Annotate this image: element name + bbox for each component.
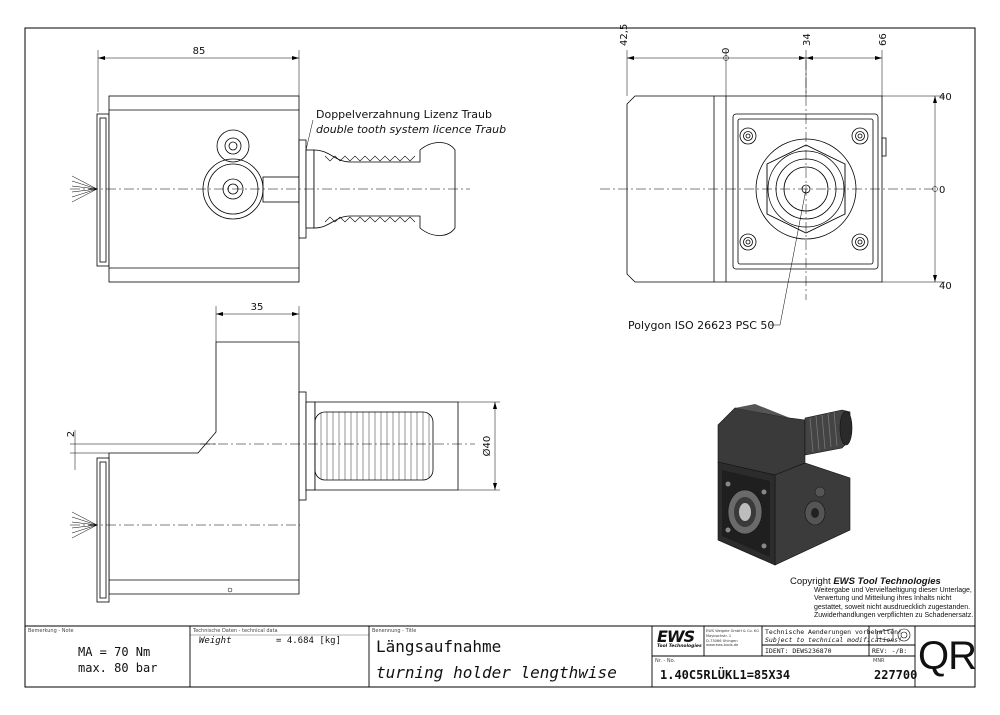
weight-label: Weight: [199, 636, 232, 646]
copyright-notice: Copyright EWS Tool Technologies Weiterga…: [790, 576, 980, 620]
dim-offset: 2: [66, 431, 77, 437]
side-view: [70, 306, 500, 603]
ews-logo-mark: EWS: [657, 627, 695, 646]
dim-front-h1: 42,5: [619, 24, 630, 46]
mnr-number: 227700: [874, 668, 918, 682]
title-block: [25, 625, 975, 687]
part-number: 1.40C5RLÜKL1=85X34: [660, 668, 791, 682]
qr-code-label: QR: [918, 634, 977, 678]
copyright-line: gestattet, soweit nicht ausdruecklich zu…: [814, 603, 971, 611]
company-address-line: Maybachstr. 1: [706, 633, 732, 638]
copyright-line: Zuwiderhandlungen verpflichten zu Schade…: [814, 611, 974, 619]
mnr-label: MNR: [873, 658, 885, 664]
title-label: Benennung - Title: [372, 628, 417, 634]
dim-top-width: 85: [193, 46, 206, 57]
copyright-prefix: Copyright: [790, 576, 834, 587]
change-notice-en: Subject to technical modifications!: [765, 636, 902, 644]
title-english: turning holder lengthwise: [376, 663, 617, 682]
dim-front-v1: 40: [939, 92, 952, 103]
dim-side-width: 35: [251, 302, 264, 313]
callout-polygon: Polygon ISO 26623 PSC 50: [628, 319, 774, 332]
dim-front-v2: 0: [939, 185, 945, 196]
top-view: [70, 50, 470, 283]
note-label: Bemerkung - Note: [28, 628, 74, 634]
company-address-line: EWS Weigele GmbH & Co. KG: [706, 629, 760, 633]
note-pressure: max. 80 bar: [78, 661, 158, 675]
part-number-label: Nr. - No.: [655, 658, 676, 664]
company-address-line: D-73066 Uhingen: [706, 638, 738, 643]
callout-tooth-system-en: double tooth system licence Traub: [316, 123, 506, 136]
weight-value: = 4.684 [kg]: [276, 636, 342, 646]
copyright-brand: EWS Tool Technologies: [833, 576, 941, 587]
callout-tooth-system-de: Doppelverzahnung Lizenz Traub: [316, 108, 492, 121]
company-address-line: www.ews-tools.de: [706, 643, 739, 648]
dim-front-h3: 34: [802, 33, 813, 46]
sheet-border: [24, 27, 976, 688]
copyright-line: Weitergabe und Vervielfaeltigung dieser …: [814, 587, 972, 594]
change-notice-de: Technische Aenderungen vorbehalten!: [765, 628, 902, 636]
ews-logo: EWS Tool Technologies: [657, 629, 703, 653]
ews-logo-tagline: Tool Technologies: [657, 644, 702, 649]
copyright-line: Verwertung und Mitteilung ihres Inhalts …: [814, 595, 952, 603]
tech-data-label: Technische Daten - technical data: [193, 628, 278, 634]
dim-front-h2: 0: [721, 48, 732, 54]
revision: REV: -/B:: [872, 647, 908, 655]
dim-front-v3: 40: [939, 281, 952, 292]
dim-front-h4: 66: [878, 33, 889, 46]
ident-number: IDENT: DEWS236870: [765, 647, 832, 655]
copyright-title: Copyright EWS Tool Technologies: [790, 576, 980, 587]
front-view: [600, 50, 945, 326]
dim-shank-diameter: Ø40: [481, 436, 493, 457]
company-address: EWS Weigele GmbH & Co. KG Maybachstr. 1 …: [706, 629, 759, 648]
iso-view: [717, 404, 853, 566]
title-german: Längsaufnahme: [376, 637, 502, 656]
note-torque: MA = 70 Nm: [78, 645, 151, 659]
